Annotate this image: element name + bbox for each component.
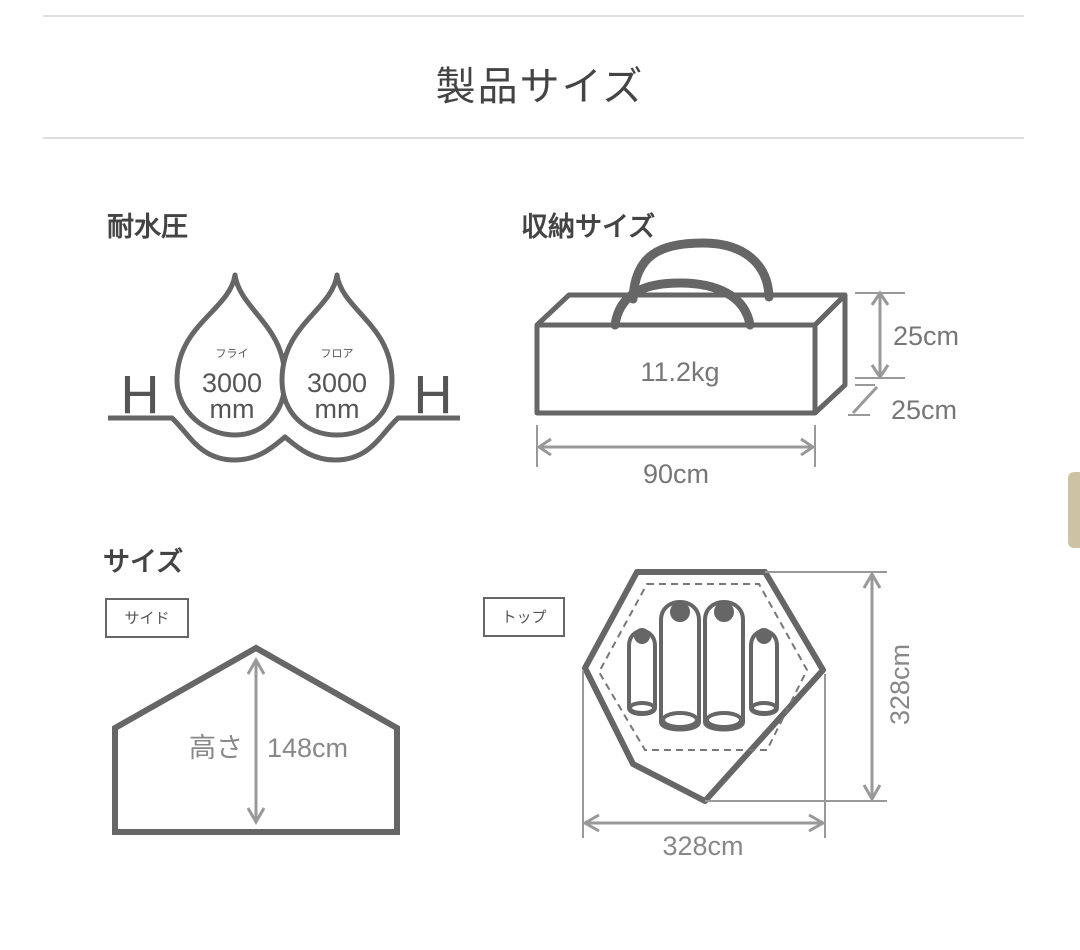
tent-side-outline [112,644,400,835]
left-h-mark: H [121,365,160,425]
bag-depth-label: 25cm [891,395,957,425]
side-height-value: 148cm [267,733,348,763]
scrollbar-thumb[interactable] [1068,472,1080,548]
floor-unit: mm [315,394,360,424]
page-title: 製品サイズ [435,64,645,110]
water-resistance-heading: 耐水圧 [107,212,188,243]
bag-width-label: 90cm [643,459,709,489]
inner-tent-outline [597,583,809,751]
top-width-label: 328cm [662,831,743,860]
water-line [108,415,460,463]
bag-side [813,292,848,415]
floor-drop-icon [279,272,395,438]
sleeping-bag-icon [749,628,779,716]
fly-unit: mm [210,394,255,424]
sleeping-bag-icon [627,628,657,716]
top-view-diagram: 328cm 328cm [581,569,915,860]
top-divider [43,15,1024,17]
side-view-diagram: 高さ 148cm [112,644,400,835]
fly-label: フライ [216,348,249,360]
storage-bag-diagram: 11.2kg 25cm 25cm 90cm [534,238,959,489]
right-h-mark: H [414,365,453,425]
bag-weight: 11.2kg [640,357,719,387]
bag-body [534,292,848,416]
top-view-tag: トップ [483,597,565,637]
water-resistance-diagram: H H フライ 3000 mm フロア 3000 mm [108,272,460,463]
side-height-label: 高さ [189,733,243,763]
fly-value: 3000 [202,368,262,398]
bag-handle-back [628,238,774,304]
floor-label: フロア [321,348,354,360]
fly-drop-icon [174,272,288,438]
sleeping-bag-icon [703,600,745,732]
side-view-tag: サイド [105,598,189,638]
bag-height-label: 25cm [893,321,959,351]
storage-heading: 収納サイズ [521,212,656,243]
title-divider [43,137,1024,139]
sleeping-bag-icon [659,600,701,732]
bag-handle-front [610,278,755,330]
top-depth-label: 328cm [885,644,915,725]
floor-value: 3000 [307,368,367,398]
size-heading: サイズ [103,547,184,578]
